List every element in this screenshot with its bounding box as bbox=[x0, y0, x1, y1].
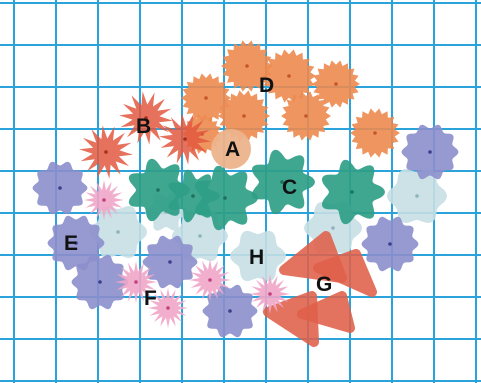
center-dot bbox=[415, 194, 419, 198]
center-dot bbox=[156, 188, 160, 192]
center-dot bbox=[116, 230, 120, 234]
center-dot bbox=[373, 131, 377, 135]
label-g: G bbox=[316, 273, 332, 296]
label-h: H bbox=[249, 246, 264, 269]
center-dot bbox=[104, 150, 108, 154]
center-dot bbox=[204, 96, 208, 100]
label-c: C bbox=[282, 176, 297, 199]
center-dot bbox=[58, 186, 62, 190]
center-dot bbox=[388, 242, 392, 246]
center-dot bbox=[191, 194, 195, 198]
label-a: A bbox=[225, 138, 240, 161]
center-dot bbox=[183, 137, 187, 141]
label-d: D bbox=[259, 74, 274, 97]
label-f: F bbox=[144, 287, 157, 310]
center-dot bbox=[268, 292, 272, 296]
center-dot bbox=[102, 198, 106, 202]
center-dot bbox=[223, 196, 227, 200]
center-dot bbox=[287, 74, 291, 78]
center-dot bbox=[331, 226, 335, 230]
center-dot bbox=[242, 114, 246, 118]
label-b: B bbox=[136, 115, 151, 138]
center-dot bbox=[228, 309, 232, 313]
center-dot bbox=[245, 64, 249, 68]
center-dot bbox=[134, 280, 138, 284]
center-dot bbox=[168, 260, 172, 264]
center-dot bbox=[166, 306, 170, 310]
center-dot bbox=[98, 280, 102, 284]
center-dot bbox=[334, 82, 338, 86]
center-dot bbox=[208, 278, 212, 282]
center-dot bbox=[428, 150, 432, 154]
label-e: E bbox=[64, 232, 78, 255]
center-dot bbox=[198, 234, 202, 238]
center-dot bbox=[304, 114, 308, 118]
center-dot bbox=[350, 190, 354, 194]
